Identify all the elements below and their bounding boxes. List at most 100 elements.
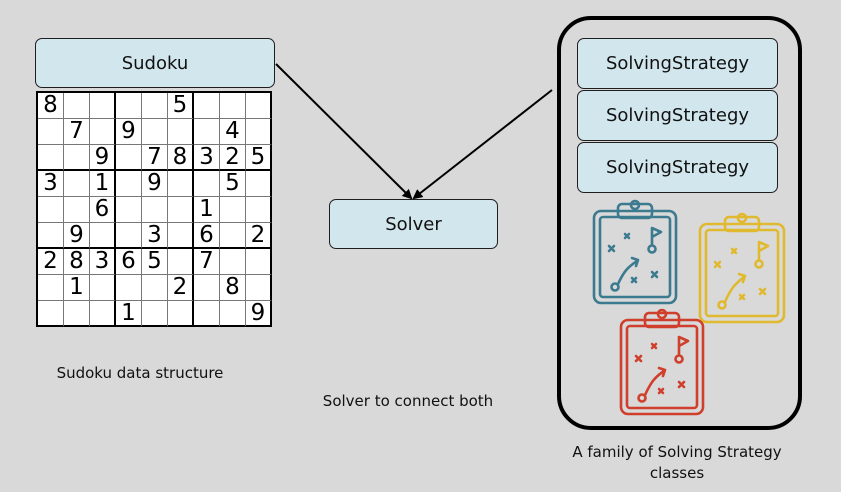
sudoku-cell: 3 [38, 171, 64, 197]
sudoku-cell [168, 223, 194, 249]
solver-box: Solver [329, 199, 498, 249]
sudoku-cell [246, 93, 272, 119]
sudoku-cell [220, 223, 246, 249]
sudoku-cell: 8 [220, 275, 246, 301]
sudoku-cell: 2 [168, 275, 194, 301]
clipboard-strategy-icon [698, 212, 786, 324]
sudoku-cell [246, 119, 272, 145]
sudoku-cell: 1 [64, 275, 90, 301]
sudoku-cell: 9 [246, 301, 272, 327]
sudoku-cell [90, 119, 116, 145]
solving-strategy-box: SolvingStrategy [577, 142, 778, 193]
solving-strategy-box: SolvingStrategy [577, 38, 778, 89]
sudoku-cell [168, 197, 194, 223]
sudoku-cell: 3 [194, 145, 220, 171]
clipboard-strategy-icon [592, 199, 678, 305]
sudoku-cell [246, 249, 272, 275]
sudoku-cell: 6 [194, 223, 220, 249]
sudoku-cell [194, 93, 220, 119]
sudoku-cell [142, 275, 168, 301]
clipboard-strategy-icon [619, 308, 705, 416]
strategies-caption: A family of Solving Strategy classes [572, 443, 782, 482]
sudoku-cell: 9 [142, 171, 168, 197]
sudoku-cell [116, 145, 142, 171]
sudoku-cell: 4 [220, 119, 246, 145]
sudoku-cell [194, 119, 220, 145]
sudoku-cell [64, 93, 90, 119]
sudoku-cell [64, 197, 90, 223]
sudoku-cell: 2 [220, 145, 246, 171]
sudoku-cell: 2 [38, 249, 64, 275]
sudoku-cell: 7 [194, 249, 220, 275]
sudoku-cell [142, 197, 168, 223]
sudoku-cell [116, 223, 142, 249]
sudoku-cell [38, 275, 64, 301]
sudoku-cell [194, 171, 220, 197]
sudoku-cell: 6 [90, 197, 116, 223]
sudoku-cell [90, 275, 116, 301]
sudoku-cell: 8 [64, 249, 90, 275]
sudoku-cell [194, 275, 220, 301]
sudoku-cell: 6 [116, 249, 142, 275]
sudoku-cell [168, 119, 194, 145]
sudoku-cell: 1 [116, 301, 142, 327]
solver-caption: Solver to connect both [322, 392, 494, 410]
sudoku-cell: 5 [142, 249, 168, 275]
sudoku-cell: 7 [64, 119, 90, 145]
sudoku-cell: 9 [90, 145, 116, 171]
sudoku-cell [220, 197, 246, 223]
sudoku-cell: 8 [168, 145, 194, 171]
sudoku-box: Sudoku [35, 38, 275, 88]
sudoku-cell [142, 119, 168, 145]
sudoku-cell [168, 171, 194, 197]
sudoku-cell [142, 93, 168, 119]
sudoku-cell: 5 [220, 171, 246, 197]
arrow-strategies-to-solver [412, 89, 553, 200]
sudoku-cell [90, 301, 116, 327]
sudoku-cell [220, 93, 246, 119]
sudoku-cell [116, 93, 142, 119]
sudoku-cell [194, 301, 220, 327]
sudoku-cell [38, 197, 64, 223]
solving-strategy-label: SolvingStrategy [605, 157, 750, 178]
sudoku-cell [116, 275, 142, 301]
sudoku-cell [116, 171, 142, 197]
sudoku-cell [246, 171, 272, 197]
sudoku-cell: 3 [90, 249, 116, 275]
sudoku-cell [168, 249, 194, 275]
sudoku-cell [246, 275, 272, 301]
sudoku-cell [38, 301, 64, 327]
sudoku-cell: 1 [90, 171, 116, 197]
sudoku-cell [142, 301, 168, 327]
solving-strategy-label: SolvingStrategy [605, 53, 750, 74]
sudoku-cell [38, 145, 64, 171]
sudoku-cell: 1 [194, 197, 220, 223]
sudoku-cell: 3 [142, 223, 168, 249]
sudoku-cell [38, 223, 64, 249]
sudoku-cell: 5 [246, 145, 272, 171]
sudoku-cell [64, 301, 90, 327]
sudoku-cell: 5 [168, 93, 194, 119]
sudoku-cell [90, 223, 116, 249]
strategy-family-container [557, 16, 802, 430]
sudoku-cell [116, 197, 142, 223]
sudoku-cell [220, 249, 246, 275]
arrow-sudoku-to-solver [275, 63, 413, 200]
solving-strategy-label: SolvingStrategy [605, 105, 750, 126]
sudoku-cell: 9 [64, 223, 90, 249]
sudoku-cell [220, 301, 246, 327]
solver-label: Solver [385, 213, 442, 235]
sudoku-cell: 2 [246, 223, 272, 249]
sudoku-cell [64, 145, 90, 171]
sudoku-cell: 7 [142, 145, 168, 171]
sudoku-cell [246, 197, 272, 223]
sudoku-cell [64, 171, 90, 197]
sudoku-cell: 8 [38, 93, 64, 119]
solving-strategy-box: SolvingStrategy [577, 90, 778, 141]
sudoku-cell [38, 119, 64, 145]
sudoku-cell [90, 93, 116, 119]
sudoku-caption: Sudoku data structure [56, 364, 224, 382]
